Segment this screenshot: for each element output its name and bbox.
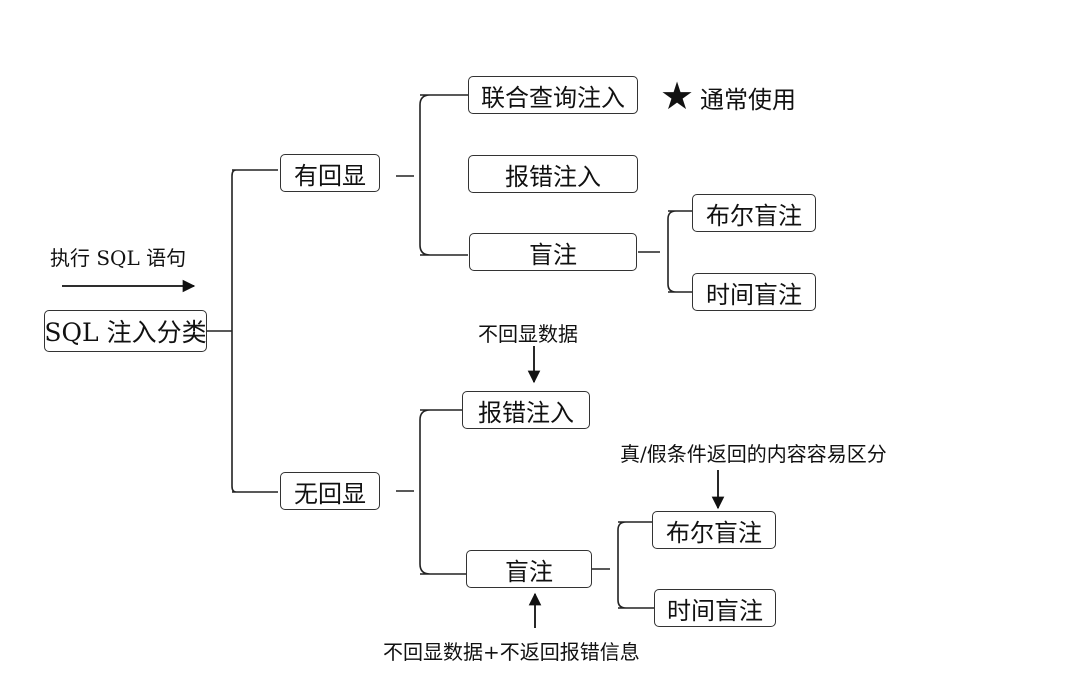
node-boolean-blind-no-echo: 布尔盲注: [652, 511, 776, 549]
execute-sql-label: 执行 SQL 语句: [50, 246, 187, 270]
node-error-injection-echo: 报错注入: [468, 155, 638, 193]
no-echo-data-note: 不回显数据: [478, 322, 578, 346]
bracket-no-echo-blind: [592, 521, 654, 609]
node-error-injection-no-echo: 报错注入: [462, 391, 590, 429]
node-sql-injection-classification: SQL 注入分类: [44, 310, 207, 352]
node-boolean-blind-echo: 布尔盲注: [692, 194, 816, 232]
bracket-root: [207, 169, 278, 493]
node-union-query-injection: 联合查询注入: [468, 76, 638, 114]
no-error-info-note: 不回显数据+不返回报错信息: [383, 640, 640, 664]
bracket-with-echo: [396, 94, 468, 256]
node-time-blind-no-echo: 时间盲注: [654, 589, 776, 627]
bracket-no-echo: [396, 409, 466, 575]
node-blind-injection-echo: 盲注: [469, 233, 637, 271]
usually-used-note: 通常使用: [700, 86, 796, 114]
bracket-with-echo-blind: [638, 210, 692, 293]
node-with-echo: 有回显: [280, 154, 380, 192]
node-no-echo: 无回显: [280, 472, 380, 510]
node-blind-injection-no-echo: 盲注: [466, 550, 592, 588]
node-time-blind-echo: 时间盲注: [692, 273, 816, 311]
true-false-distinguish-note: 真/假条件返回的内容容易区分: [620, 442, 887, 466]
star-icon: ★: [660, 74, 695, 118]
